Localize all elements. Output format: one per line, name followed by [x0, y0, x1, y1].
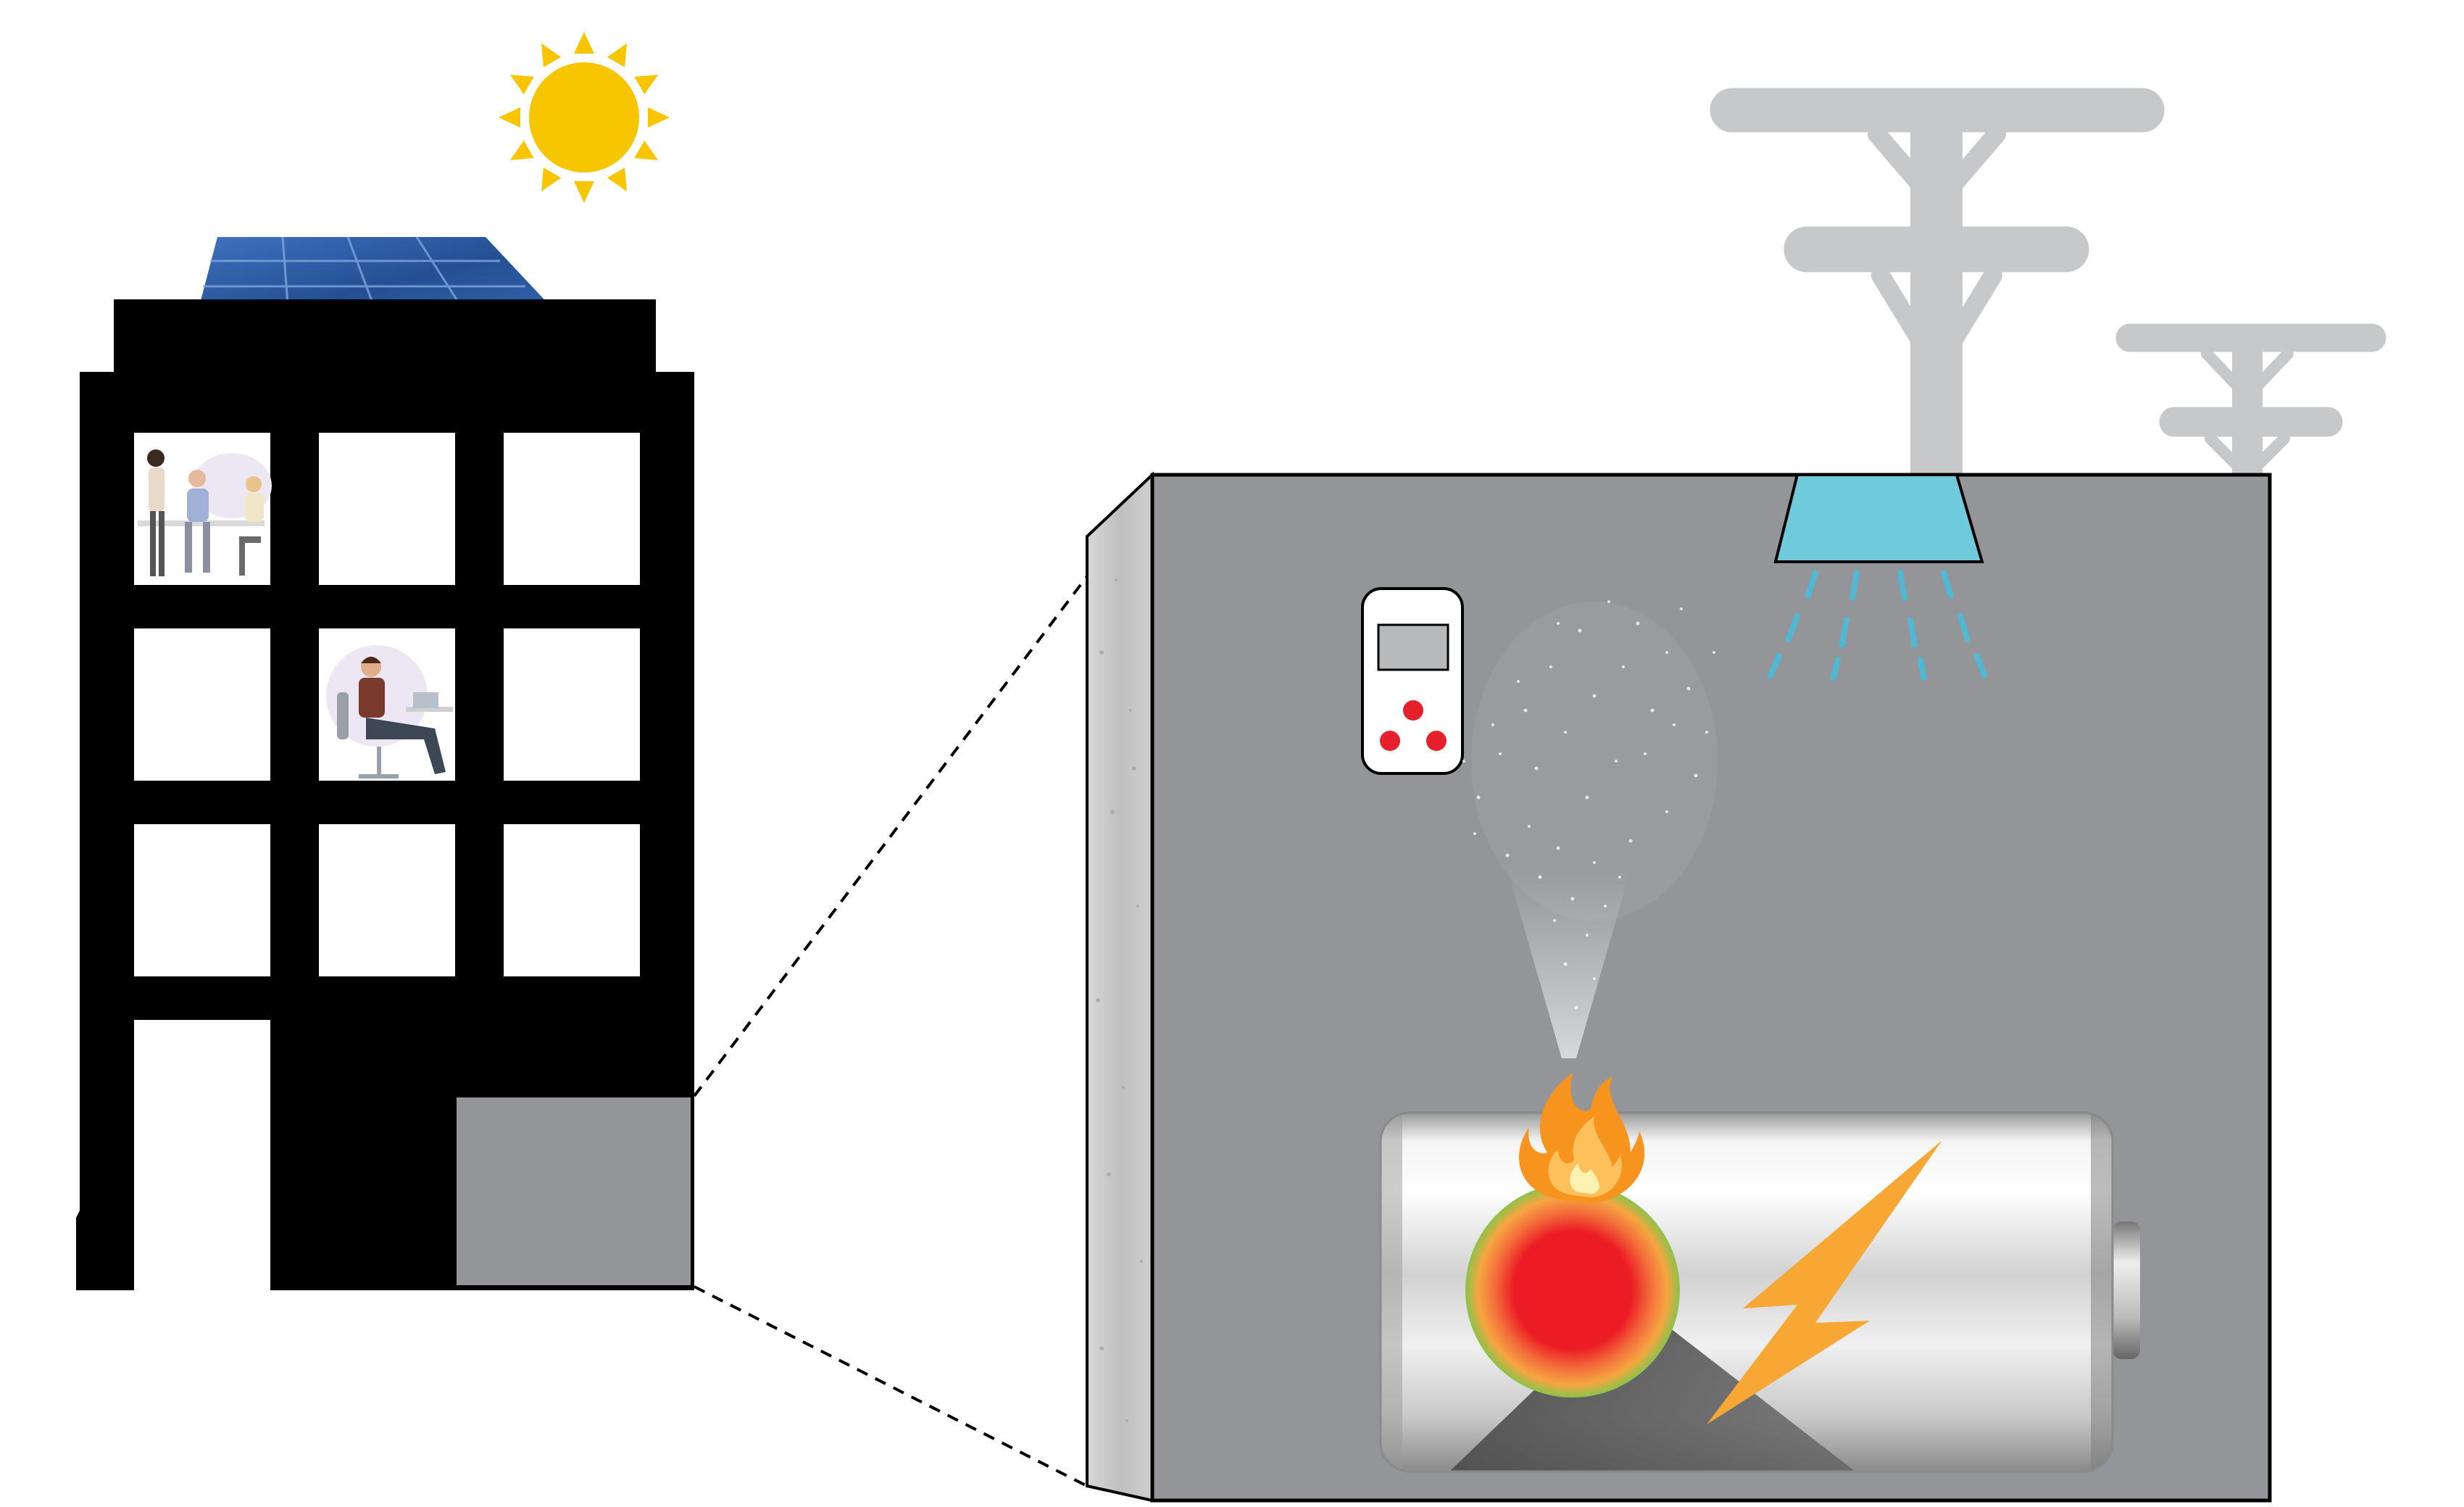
smoke-detector-icon — [1361, 587, 1464, 775]
window — [319, 433, 455, 585]
smoke-plume-icon — [1462, 600, 1718, 1058]
office-building-icon — [76, 236, 694, 1290]
flame-icon — [1519, 1073, 1645, 1203]
window — [134, 824, 270, 976]
thermal-runaway-hotspot-icon — [1465, 1183, 1680, 1398]
office-workers-icon — [138, 449, 272, 576]
window — [134, 628, 270, 781]
room-side-wall — [1086, 471, 1154, 1503]
sprinkler-icon — [1768, 473, 1987, 681]
doorway — [134, 1020, 270, 1290]
window — [319, 824, 455, 976]
zoom-connector — [693, 575, 1089, 1487]
window — [504, 824, 640, 976]
power-pylon-icon — [2115, 323, 2386, 478]
power-pylon-icon — [1710, 88, 2165, 478]
window — [504, 628, 640, 781]
sun-icon — [499, 32, 670, 203]
lightning-bolt-icon — [1707, 1140, 1942, 1424]
window — [504, 433, 640, 585]
office-workers-icon — [326, 645, 453, 779]
battery-room-location — [454, 1095, 694, 1288]
